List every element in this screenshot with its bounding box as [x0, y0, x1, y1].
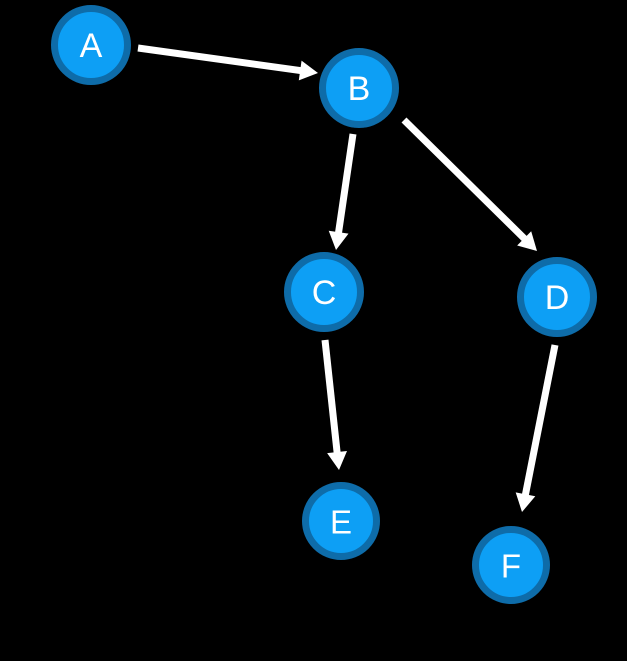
- edge-line: [321, 339, 341, 456]
- node-label: E: [330, 504, 352, 541]
- node-label: B: [348, 70, 371, 108]
- node-label: D: [545, 279, 570, 317]
- node-circle[interactable]: [302, 482, 380, 560]
- arrowhead-icon: [327, 451, 348, 470]
- edges-layer: [137, 44, 559, 512]
- node-label: F: [501, 548, 521, 585]
- edge-line: [137, 44, 304, 75]
- arrowhead-icon: [517, 231, 537, 251]
- node-circle[interactable]: [517, 257, 597, 337]
- arrowhead-icon: [515, 492, 536, 512]
- edge-c-to-e: [321, 339, 348, 470]
- edge-d-to-f: [515, 344, 559, 512]
- node-d[interactable]: D: [517, 257, 597, 337]
- nodes-layer: A B C D E F: [51, 5, 597, 604]
- node-circle[interactable]: [284, 252, 364, 332]
- node-b[interactable]: B: [319, 48, 399, 128]
- arrowhead-icon: [328, 230, 349, 250]
- node-c[interactable]: C: [284, 252, 364, 332]
- arrowhead-icon: [298, 60, 318, 81]
- node-label: C: [312, 274, 337, 312]
- edge-a-to-b: [137, 44, 318, 81]
- edge-b-to-c: [328, 133, 357, 250]
- edge-line: [334, 133, 357, 236]
- node-label: A: [80, 27, 103, 65]
- node-f[interactable]: F: [472, 526, 550, 604]
- edge-b-to-d: [401, 117, 537, 251]
- edge-line: [401, 117, 529, 243]
- edge-line: [521, 344, 559, 498]
- node-a[interactable]: A: [51, 5, 131, 85]
- node-circle[interactable]: [51, 5, 131, 85]
- node-e[interactable]: E: [302, 482, 380, 560]
- node-circle[interactable]: [472, 526, 550, 604]
- node-circle[interactable]: [319, 48, 399, 128]
